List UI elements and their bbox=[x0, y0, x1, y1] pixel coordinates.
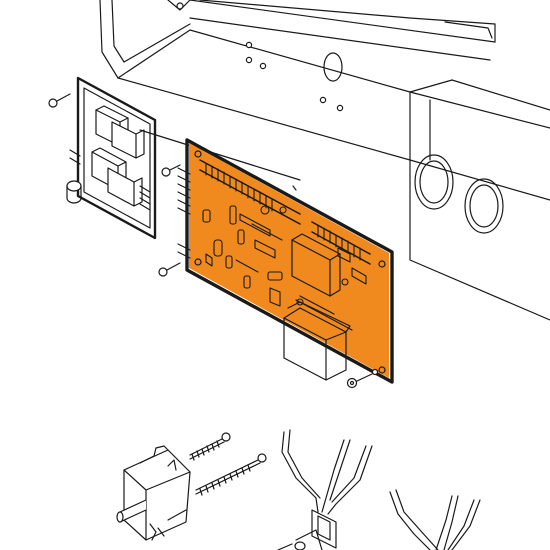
mounting-screws bbox=[346, 368, 379, 389]
board-screw bbox=[158, 262, 181, 277]
switch-screw bbox=[189, 432, 231, 461]
board-screw bbox=[346, 373, 373, 389]
grommet-holes bbox=[414, 154, 504, 234]
chassis-studs bbox=[245, 41, 344, 112]
switch-screw bbox=[195, 453, 267, 496]
chassis-panel bbox=[99, 0, 550, 321]
relay-control-board bbox=[48, 76, 181, 277]
board-screw bbox=[48, 93, 71, 108]
board-screw bbox=[371, 368, 379, 376]
board-screw bbox=[161, 164, 181, 177]
main-control-board bbox=[177, 138, 394, 384]
thermostat-sensor-wires bbox=[277, 429, 481, 550]
rotary-switch bbox=[116, 432, 267, 541]
